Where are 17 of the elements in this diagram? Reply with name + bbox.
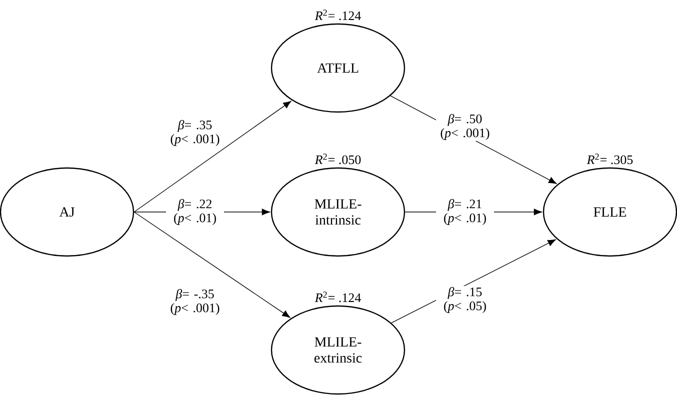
edge-label: β= .21 (p< .01) <box>436 198 494 226</box>
arrow <box>134 212 290 318</box>
edge-label: β= -.35 (p< .001) <box>166 288 224 316</box>
arrow <box>134 100 292 212</box>
edge-label: β= .15 (p< .05) <box>436 286 494 314</box>
r-squared-label: R$^{2}$= .305 <box>586 154 633 164</box>
edge-label: β= .22 (p< .01) <box>166 198 224 226</box>
r-squared-label: R$^{2}$= .124 <box>314 292 361 302</box>
ellipse-node: MLILE-intrinsic <box>270 167 406 257</box>
ellipse-node: ATFLL <box>270 23 406 113</box>
edge-label: β= .35 (p< .001) <box>166 119 224 147</box>
ellipse-node: FLLE <box>542 167 677 257</box>
r-squared-label: R$^{2}$= .050 <box>314 154 361 164</box>
r-squared-label: R$^{2}$= .124 <box>314 10 361 20</box>
ellipse-node: AJ <box>0 167 134 257</box>
edge-label: β= .50 (p< .001) <box>436 113 494 141</box>
ellipse-node: MLILE-extrinsic <box>270 305 406 395</box>
